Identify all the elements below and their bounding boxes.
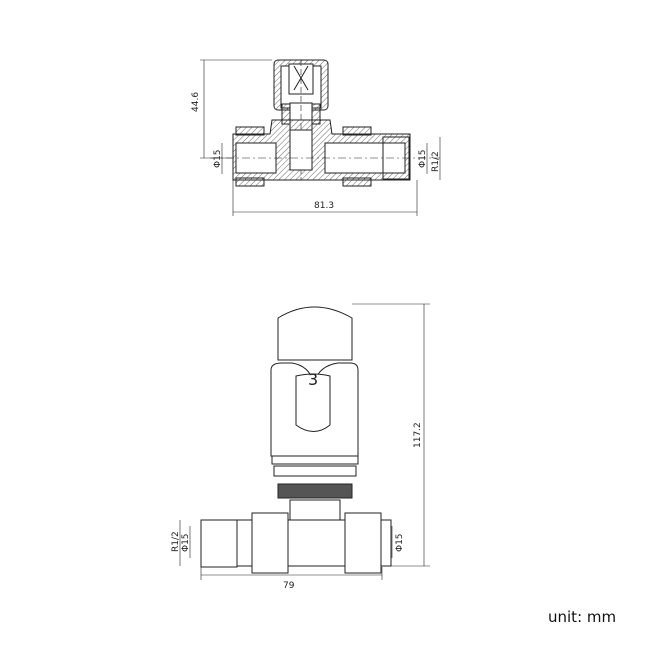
dim-front-height: 117.2	[413, 422, 423, 448]
dim-top-thread: R1/2	[431, 151, 441, 172]
front-view	[179, 303, 430, 580]
top-view-section	[200, 59, 441, 216]
head-setting-number: 3	[308, 370, 318, 389]
dim-front-inlet: Φ15	[181, 533, 191, 552]
dim-top-height: 44.6	[191, 92, 201, 112]
dim-front-thread: R1/2	[171, 531, 181, 552]
dim-top-inlet: Φ15	[213, 149, 223, 168]
dim-front-outlet: Φ15	[395, 533, 405, 552]
dim-top-outlet: Φ15	[418, 149, 428, 168]
unit-label: unit: mm	[548, 608, 617, 626]
dim-front-length: 79	[283, 581, 295, 591]
dim-top-length: 81.3	[314, 201, 334, 211]
